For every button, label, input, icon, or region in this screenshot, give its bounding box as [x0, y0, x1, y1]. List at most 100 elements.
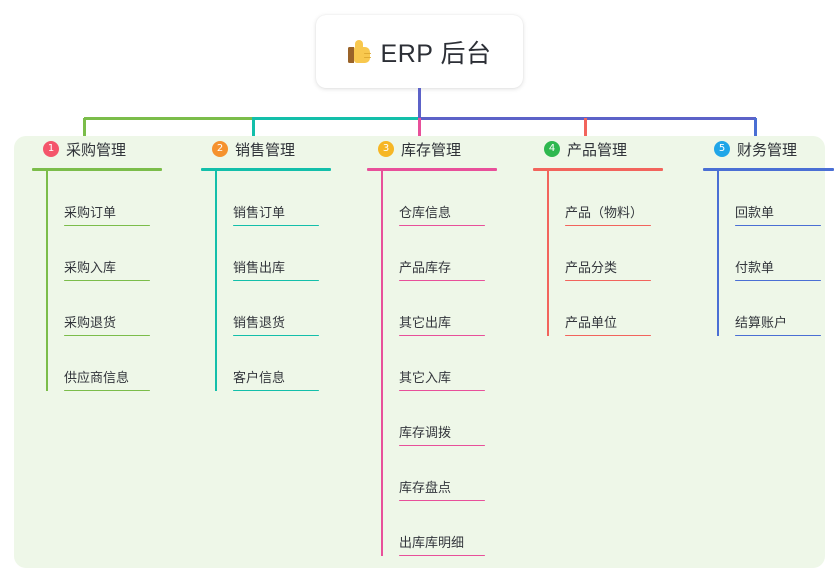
- module-item-label: 采购订单: [64, 204, 117, 220]
- module-item[interactable]: 其它出库: [381, 281, 532, 336]
- module-item-label: 出库库明细: [399, 534, 465, 550]
- module-item-underline: [233, 279, 319, 281]
- module-item-underline: [64, 389, 150, 391]
- module-item[interactable]: 销售出库: [215, 226, 366, 281]
- module-item-label: 付款单: [735, 259, 775, 275]
- module-item-underline: [399, 554, 485, 556]
- module-item[interactable]: 采购订单: [46, 171, 197, 226]
- module-item[interactable]: 回款单: [717, 171, 839, 226]
- module-header-product[interactable]: 4 产品管理: [533, 136, 698, 162]
- module-item[interactable]: 结算账户: [717, 281, 839, 336]
- module-item-underline: [64, 334, 150, 336]
- module-header-underline: [533, 168, 663, 171]
- module-item[interactable]: 销售订单: [215, 171, 366, 226]
- module-item-label: 回款单: [735, 204, 775, 220]
- module-item-label: 产品分类: [565, 259, 618, 275]
- module-title: 财务管理: [737, 141, 798, 159]
- module-spine-line: [46, 171, 48, 391]
- module-item[interactable]: 产品库存: [381, 226, 532, 281]
- thumbs-up-icon: [347, 39, 372, 64]
- module-item[interactable]: 库存调拨: [381, 391, 532, 446]
- module-item[interactable]: 供应商信息: [46, 336, 197, 391]
- module-header-finance[interactable]: 5 财务管理: [703, 136, 839, 162]
- module-item-underline: [64, 224, 150, 226]
- module-title: 采购管理: [66, 141, 127, 159]
- module-item-label: 产品单位: [565, 314, 618, 330]
- module-item-underline: [735, 279, 821, 281]
- root-node-title: ERP 后台: [380, 39, 492, 68]
- module-item-underline: [399, 334, 485, 336]
- module-item[interactable]: 产品（物料）: [547, 171, 698, 226]
- module-item-underline: [399, 224, 485, 226]
- module-item[interactable]: 客户信息: [215, 336, 366, 391]
- module-item-underline: [565, 334, 651, 336]
- module-index-badge: 3: [378, 141, 394, 157]
- module-index-badge: 1: [43, 141, 59, 157]
- module-spine-line: [381, 171, 383, 556]
- module-item-label: 仓库信息: [399, 204, 452, 220]
- module-item-underline: [399, 389, 485, 391]
- module-item[interactable]: 产品分类: [547, 226, 698, 281]
- module-column-purchasing: 1 采购管理采购订单采购入库采购退货供应商信息: [32, 136, 197, 391]
- module-title: 产品管理: [567, 141, 628, 159]
- module-header-underline: [367, 168, 497, 171]
- module-item-label: 采购退货: [64, 314, 117, 330]
- module-index-badge: 5: [714, 141, 730, 157]
- module-item-list: 采购订单采购入库采购退货供应商信息: [32, 171, 197, 391]
- module-item[interactable]: 销售退货: [215, 281, 366, 336]
- module-item-label: 其它入库: [399, 369, 452, 385]
- module-column-sales: 2 销售管理销售订单销售出库销售退货客户信息: [201, 136, 366, 391]
- module-index-badge: 4: [544, 141, 560, 157]
- module-item-underline: [64, 279, 150, 281]
- module-item-underline: [735, 224, 821, 226]
- module-title: 库存管理: [401, 141, 462, 159]
- module-title: 销售管理: [235, 141, 296, 159]
- module-item-list: 产品（物料） 产品分类产品单位: [533, 171, 698, 336]
- module-item[interactable]: 付款单: [717, 226, 839, 281]
- module-spine-line: [215, 171, 217, 391]
- module-header-underline: [703, 168, 834, 171]
- module-item-underline: [565, 224, 651, 226]
- module-item-list: 仓库信息产品库存其它出库其它入库库存调拨库存盘点出库库明细: [367, 171, 532, 556]
- module-header-underline: [32, 168, 162, 171]
- module-column-product: 4 产品管理产品（物料） 产品分类产品单位: [533, 136, 698, 336]
- module-spine-line: [547, 171, 549, 336]
- root-node-card[interactable]: ERP 后台: [316, 15, 523, 88]
- module-item-label: 销售退货: [233, 314, 286, 330]
- module-item-underline: [399, 499, 485, 501]
- module-spine-line: [717, 171, 719, 336]
- module-item-label: 销售订单: [233, 204, 286, 220]
- module-item-underline: [233, 389, 319, 391]
- module-item[interactable]: 产品单位: [547, 281, 698, 336]
- module-item-label: 结算账户: [735, 314, 788, 330]
- module-item-label: 客户信息: [233, 369, 286, 385]
- modules-board: 1 采购管理采购订单采购入库采购退货供应商信息 2 销售管理销售订单销售出库销售退货…: [14, 136, 834, 568]
- module-column-inventory: 3 库存管理仓库信息产品库存其它出库其它入库库存调拨库存盘点出库库明细: [367, 136, 532, 556]
- module-item-underline: [399, 279, 485, 281]
- module-column-finance: 5 财务管理回款单付款单结算账户: [703, 136, 839, 336]
- module-header-sales[interactable]: 2 销售管理: [201, 136, 366, 162]
- module-item[interactable]: 采购入库: [46, 226, 197, 281]
- module-item[interactable]: 其它入库: [381, 336, 532, 391]
- module-item-underline: [565, 279, 651, 281]
- module-header-underline: [201, 168, 331, 171]
- module-item[interactable]: 仓库信息: [381, 171, 532, 226]
- module-item-list: 回款单付款单结算账户: [703, 171, 839, 336]
- module-item-label: 产品库存: [399, 259, 452, 275]
- module-index-badge: 2: [212, 141, 228, 157]
- module-header-inventory[interactable]: 3 库存管理: [367, 136, 532, 162]
- module-item-underline: [233, 224, 319, 226]
- module-item-underline: [233, 334, 319, 336]
- root-node-content: ERP 后台: [347, 34, 492, 70]
- module-item[interactable]: 采购退货: [46, 281, 197, 336]
- module-header-purchasing[interactable]: 1 采购管理: [32, 136, 197, 162]
- module-item-underline: [735, 334, 821, 336]
- module-item-label: 其它出库: [399, 314, 452, 330]
- module-item-list: 销售订单销售出库销售退货客户信息: [201, 171, 366, 391]
- module-item-label: 销售出库: [233, 259, 286, 275]
- module-item-label: 库存调拨: [399, 424, 452, 440]
- module-item-label: 采购入库: [64, 259, 117, 275]
- module-item[interactable]: 库存盘点: [381, 446, 532, 501]
- module-item[interactable]: 出库库明细: [381, 501, 532, 556]
